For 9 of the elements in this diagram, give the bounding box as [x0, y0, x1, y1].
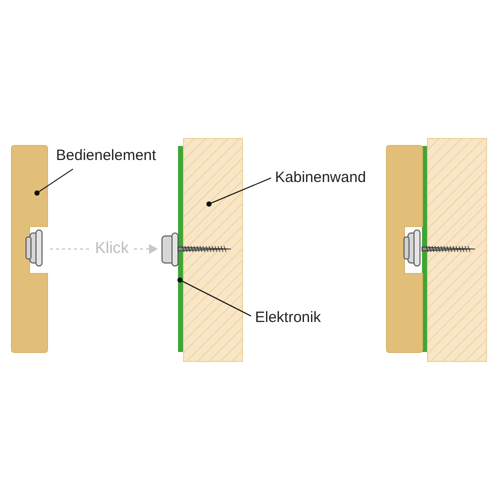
- circuit-board: [178, 146, 183, 352]
- leader-line: [34, 168, 74, 196]
- cabin-wall: [183, 138, 243, 362]
- part-label: Kabinenwand: [275, 169, 366, 187]
- part-label: Bedienelement: [56, 147, 156, 165]
- leader-line: [206, 178, 272, 207]
- control-panel: [11, 145, 48, 353]
- part-label: Elektronik: [255, 309, 321, 327]
- action-label: Klick: [95, 240, 129, 258]
